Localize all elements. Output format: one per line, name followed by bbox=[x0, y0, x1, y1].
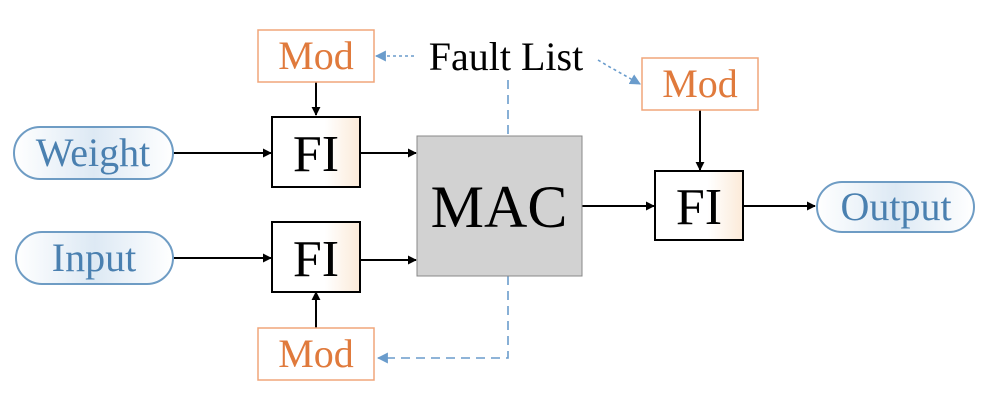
input-label: Input bbox=[52, 235, 136, 280]
signal-arrows bbox=[173, 82, 816, 328]
fi-top-node: FI bbox=[271, 116, 361, 188]
mod-top-node: Mod bbox=[257, 29, 375, 83]
mod-right-node: Mod bbox=[641, 57, 759, 111]
mac-label: MAC bbox=[431, 174, 568, 240]
weight-label: Weight bbox=[36, 130, 151, 175]
output-label: Output bbox=[840, 184, 951, 229]
fi-top-label: FI bbox=[293, 126, 339, 183]
fault-link-mod-right bbox=[597, 59, 641, 85]
mod-right-label: Mod bbox=[662, 61, 738, 106]
fault-list-links bbox=[374, 50, 641, 364]
mod-bottom-label: Mod bbox=[278, 331, 354, 376]
fault-link-mod-bottom bbox=[376, 276, 509, 364]
fi-bottom-node: FI bbox=[271, 221, 361, 293]
fault-list-label: Fault List bbox=[429, 34, 583, 79]
mac-node: MAC bbox=[416, 135, 583, 277]
output-node: Output bbox=[816, 181, 975, 233]
fi-right-node: FI bbox=[654, 170, 744, 241]
mod-bottom-node: Mod bbox=[257, 327, 375, 381]
fi-right-label: FI bbox=[676, 179, 722, 236]
weight-node: Weight bbox=[13, 126, 174, 180]
fi-bottom-label: FI bbox=[293, 231, 339, 288]
mod-top-label: Mod bbox=[278, 33, 354, 78]
input-node: Input bbox=[15, 231, 174, 285]
